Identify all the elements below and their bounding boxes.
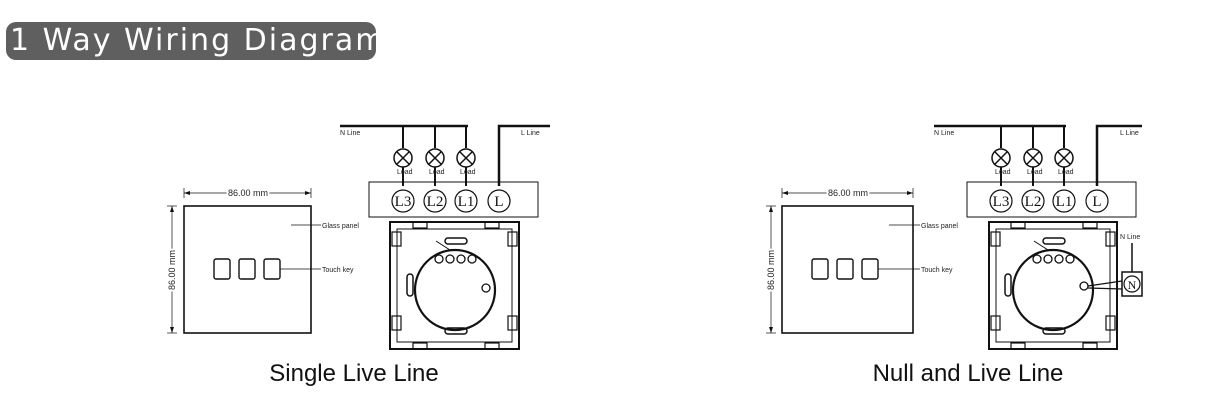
l-line-label: L Line [521, 130, 540, 137]
load-label: Load [995, 169, 1011, 176]
wiring-diagram-null-live: N Line L Line Load Load Load L3 L2 L1 L … [764, 124, 1143, 350]
touch-key-label: Touch key [322, 267, 354, 274]
terminal-l3: L3 [395, 194, 412, 210]
l-line-wire [497, 124, 550, 186]
caption-single-live-line: Single Live Line [269, 360, 439, 387]
n-line-label: N Line [934, 130, 954, 137]
touch-key-label: Touch key [921, 267, 953, 274]
terminal-l2: L2 [427, 194, 444, 210]
side-n-line-label: N Line [1120, 234, 1140, 241]
height-label: 86.00 mm [766, 250, 776, 290]
terminal-l: L [1092, 194, 1101, 210]
terminal-l1: L1 [1056, 194, 1073, 210]
load-label: Load [1058, 169, 1074, 176]
terminal-l1: L1 [458, 194, 475, 210]
l-line-label: L Line [1120, 130, 1139, 137]
neutral-wire [1087, 280, 1123, 287]
caption-null-and-live-line: Null and Live Line [872, 360, 1064, 387]
lamp-icon [991, 148, 1074, 168]
load-label: Load [397, 169, 413, 176]
neutral-terminal-label: N [1128, 278, 1137, 292]
glass-panel [183, 205, 312, 334]
load-label: Load [429, 169, 445, 176]
lamp-icon [393, 148, 476, 168]
terminal-block [368, 181, 539, 218]
section-title: 1 Way Wiring Diagram [6, 22, 384, 60]
terminal-l3: L3 [993, 194, 1010, 210]
width-label: 86.00 mm [828, 188, 868, 198]
wiring-diagram-single-live: N Line L Line Load Load Load L3 L2 L1 L … [165, 124, 550, 350]
load-label: Load [460, 169, 476, 176]
terminal-l: L [494, 194, 503, 210]
n-line-label: N Line [340, 130, 360, 137]
height-label: 86.00 mm [167, 250, 177, 290]
load-label: Load [1027, 169, 1043, 176]
glass-panel-label: Glass panel [921, 223, 958, 230]
width-label: 86.00 mm [228, 188, 268, 198]
terminal-l2: L2 [1025, 194, 1042, 210]
switch-back-housing [389, 221, 520, 350]
glass-panel-label: Glass panel [322, 223, 359, 230]
neutral-terminal [1121, 271, 1143, 297]
